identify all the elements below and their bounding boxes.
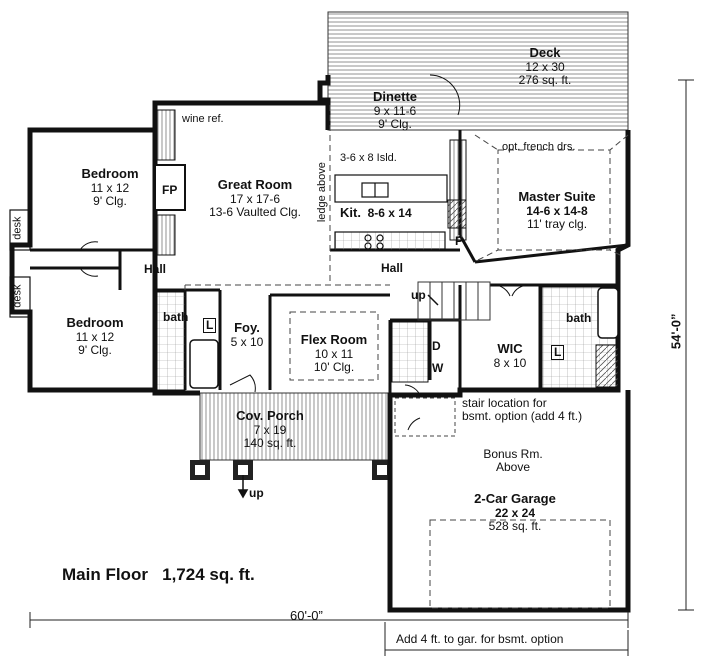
wine-ref-note: wine ref. xyxy=(182,113,224,125)
room-garage: 2-Car Garage 22 x 24 528 sq. ft. xyxy=(474,491,556,533)
stairs xyxy=(417,281,491,321)
washer-label: W xyxy=(432,361,444,375)
desk-bottom-label: desk xyxy=(11,284,24,308)
kitchen-island xyxy=(334,174,448,251)
garage-stair-option xyxy=(394,397,456,437)
bath-left-floor xyxy=(156,291,186,391)
tub-left xyxy=(189,339,219,389)
hall-left-label: Hall xyxy=(144,262,167,276)
bath-left-label: bath xyxy=(163,310,189,324)
main-floor-label: Main Floor 1,724 sq. ft. xyxy=(62,565,255,584)
pantry-label: P xyxy=(455,234,464,248)
room-great-room: Great Room 17 x 17-6 13-6 Vaulted Clg. xyxy=(209,177,301,219)
tub-right xyxy=(597,287,619,339)
room-flex: Flex Room 10 x 11 10' Clg. xyxy=(300,332,368,374)
porch-area xyxy=(199,392,391,461)
linen-left-label: L xyxy=(203,318,217,334)
desk-top-label: desk xyxy=(11,216,24,240)
garage-door xyxy=(429,519,611,609)
dimension-lines xyxy=(29,79,694,656)
room-foyer: Foy. 5 x 10 xyxy=(230,320,264,349)
desk-nooks xyxy=(9,209,31,318)
bath-right-label: bath xyxy=(566,311,592,325)
room-master-suite: Master Suite 14-6 x 14-8 11' tray clg. xyxy=(518,189,596,231)
shower-right xyxy=(595,344,619,388)
stair-option-note: stair location for bsmt. option (add 4 f… xyxy=(462,396,583,424)
refrigerator xyxy=(447,199,467,229)
hall-center-label: Hall xyxy=(381,261,404,275)
up-arrows xyxy=(237,294,439,499)
room-bedroom-1: Bedroom 11 x 12 9' Clg. xyxy=(81,166,139,208)
great-room-outline xyxy=(184,105,390,290)
bonus-room-note: Bonus Rm. Above xyxy=(483,447,543,475)
room-wic: WIC 8 x 10 xyxy=(493,341,527,370)
dryer-label: D xyxy=(432,339,441,353)
tray-ceiling xyxy=(474,134,629,261)
stair-up-label: up xyxy=(411,288,426,302)
garage-extension-note: Add 4 ft. to gar. for bsmt. option xyxy=(396,632,564,646)
laundry-floor xyxy=(391,321,429,383)
room-dinette: Dinette 9 x 11-6 9' Clg. xyxy=(372,89,418,131)
door-swings xyxy=(79,74,531,431)
porch-up-label: up xyxy=(249,486,264,500)
room-deck: Deck 12 x 30 276 sq. ft. xyxy=(518,45,572,87)
room-kitchen: Kit. 8-6 x 14 xyxy=(340,205,412,220)
width-dimension: 60'-0” xyxy=(290,608,323,623)
ledge-note: ledge above xyxy=(315,162,328,223)
fp-label: FP xyxy=(162,183,178,197)
linen-right-label: L xyxy=(551,345,565,361)
porch-columns xyxy=(190,460,392,480)
depth-dimension: 54'-0” xyxy=(668,313,684,350)
flex-ceiling xyxy=(289,311,379,381)
fireplace xyxy=(154,109,186,256)
room-porch: Cov. Porch 7 x 19 140 sq. ft. xyxy=(236,408,304,450)
room-bedroom-2: Bedroom 11 x 12 9' Clg. xyxy=(66,315,124,357)
island-note: 3-6 x 8 Isld. xyxy=(340,152,397,164)
french-doors-note: opt. french drs. xyxy=(502,141,576,153)
deck-area xyxy=(327,11,629,131)
